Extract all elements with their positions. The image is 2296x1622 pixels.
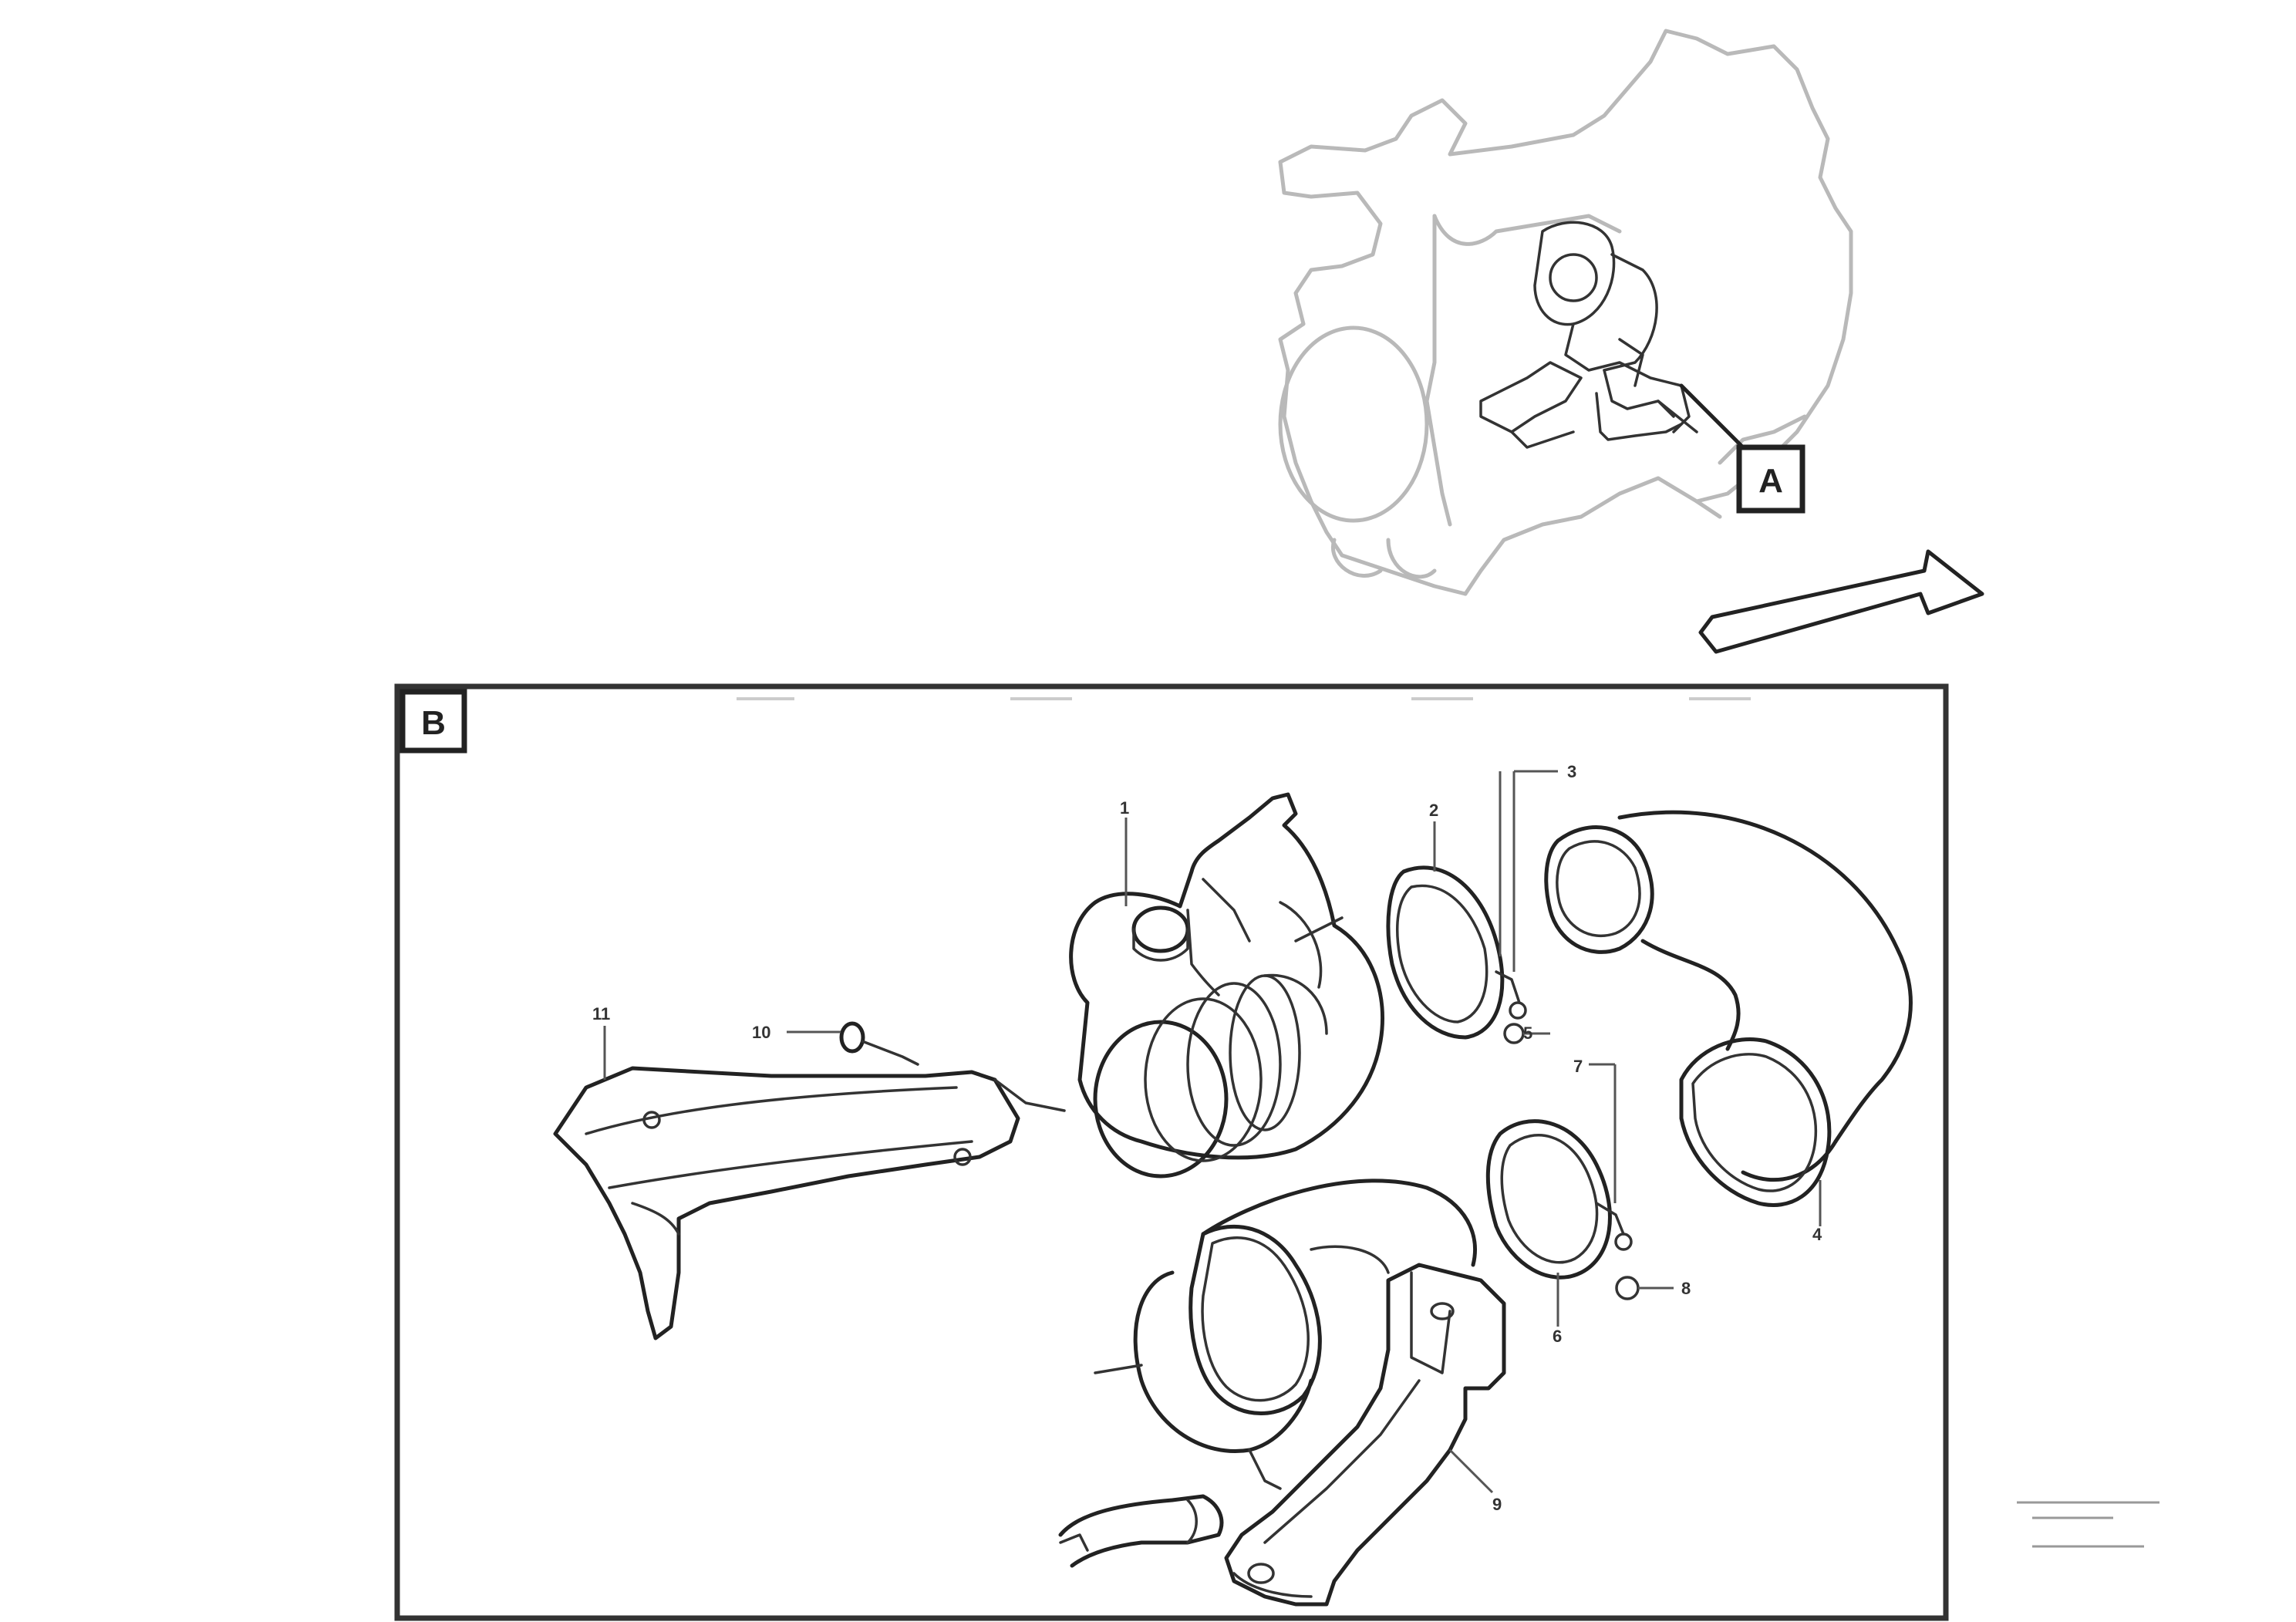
callout-11: 11 (592, 1004, 610, 1023)
clamp-ring-lower (1485, 1064, 1633, 1280)
overview-turbo (1479, 221, 1698, 449)
view-tag-a: A (1736, 444, 1805, 514)
exhaust-elbow (1617, 810, 1913, 1207)
leader-9 (1448, 1448, 1494, 1494)
clamp-ring-upper-left (1386, 771, 1527, 1040)
clamp-ring-upper-right (1544, 825, 1654, 954)
reference-block (2017, 1501, 2159, 1548)
callout-7: 7 (1573, 1057, 1583, 1076)
callout-3: 3 (1567, 762, 1576, 781)
fastener-7 (1503, 770, 1558, 1044)
callout-9: 9 (1492, 1495, 1502, 1514)
pipe-stub (1058, 1494, 1224, 1568)
heat-shield (553, 1066, 1066, 1340)
overview-engine (1278, 29, 1853, 596)
turbocharger (1069, 792, 1384, 1179)
callout-6: 6 (1553, 1327, 1562, 1346)
fastener-8 (1589, 1063, 1674, 1300)
detail-frame (394, 683, 1949, 1621)
callout-10: 10 (752, 1023, 770, 1042)
view-tag-a-label: A (1758, 462, 1783, 500)
inlet-elbow-lower (1094, 1179, 1477, 1490)
view-direction-arrow (1698, 549, 1984, 654)
view-tag-b: B (400, 689, 467, 754)
support-bracket (1224, 1263, 1506, 1607)
bolt-10 (839, 1021, 919, 1066)
callout-1: 1 (1120, 798, 1129, 818)
callout-4: 4 (1812, 1225, 1822, 1244)
view-tag-b-label: B (421, 704, 446, 742)
callout-2: 2 (1429, 801, 1438, 820)
callout-8: 8 (1681, 1279, 1691, 1298)
callout-5: 5 (1523, 1023, 1532, 1043)
